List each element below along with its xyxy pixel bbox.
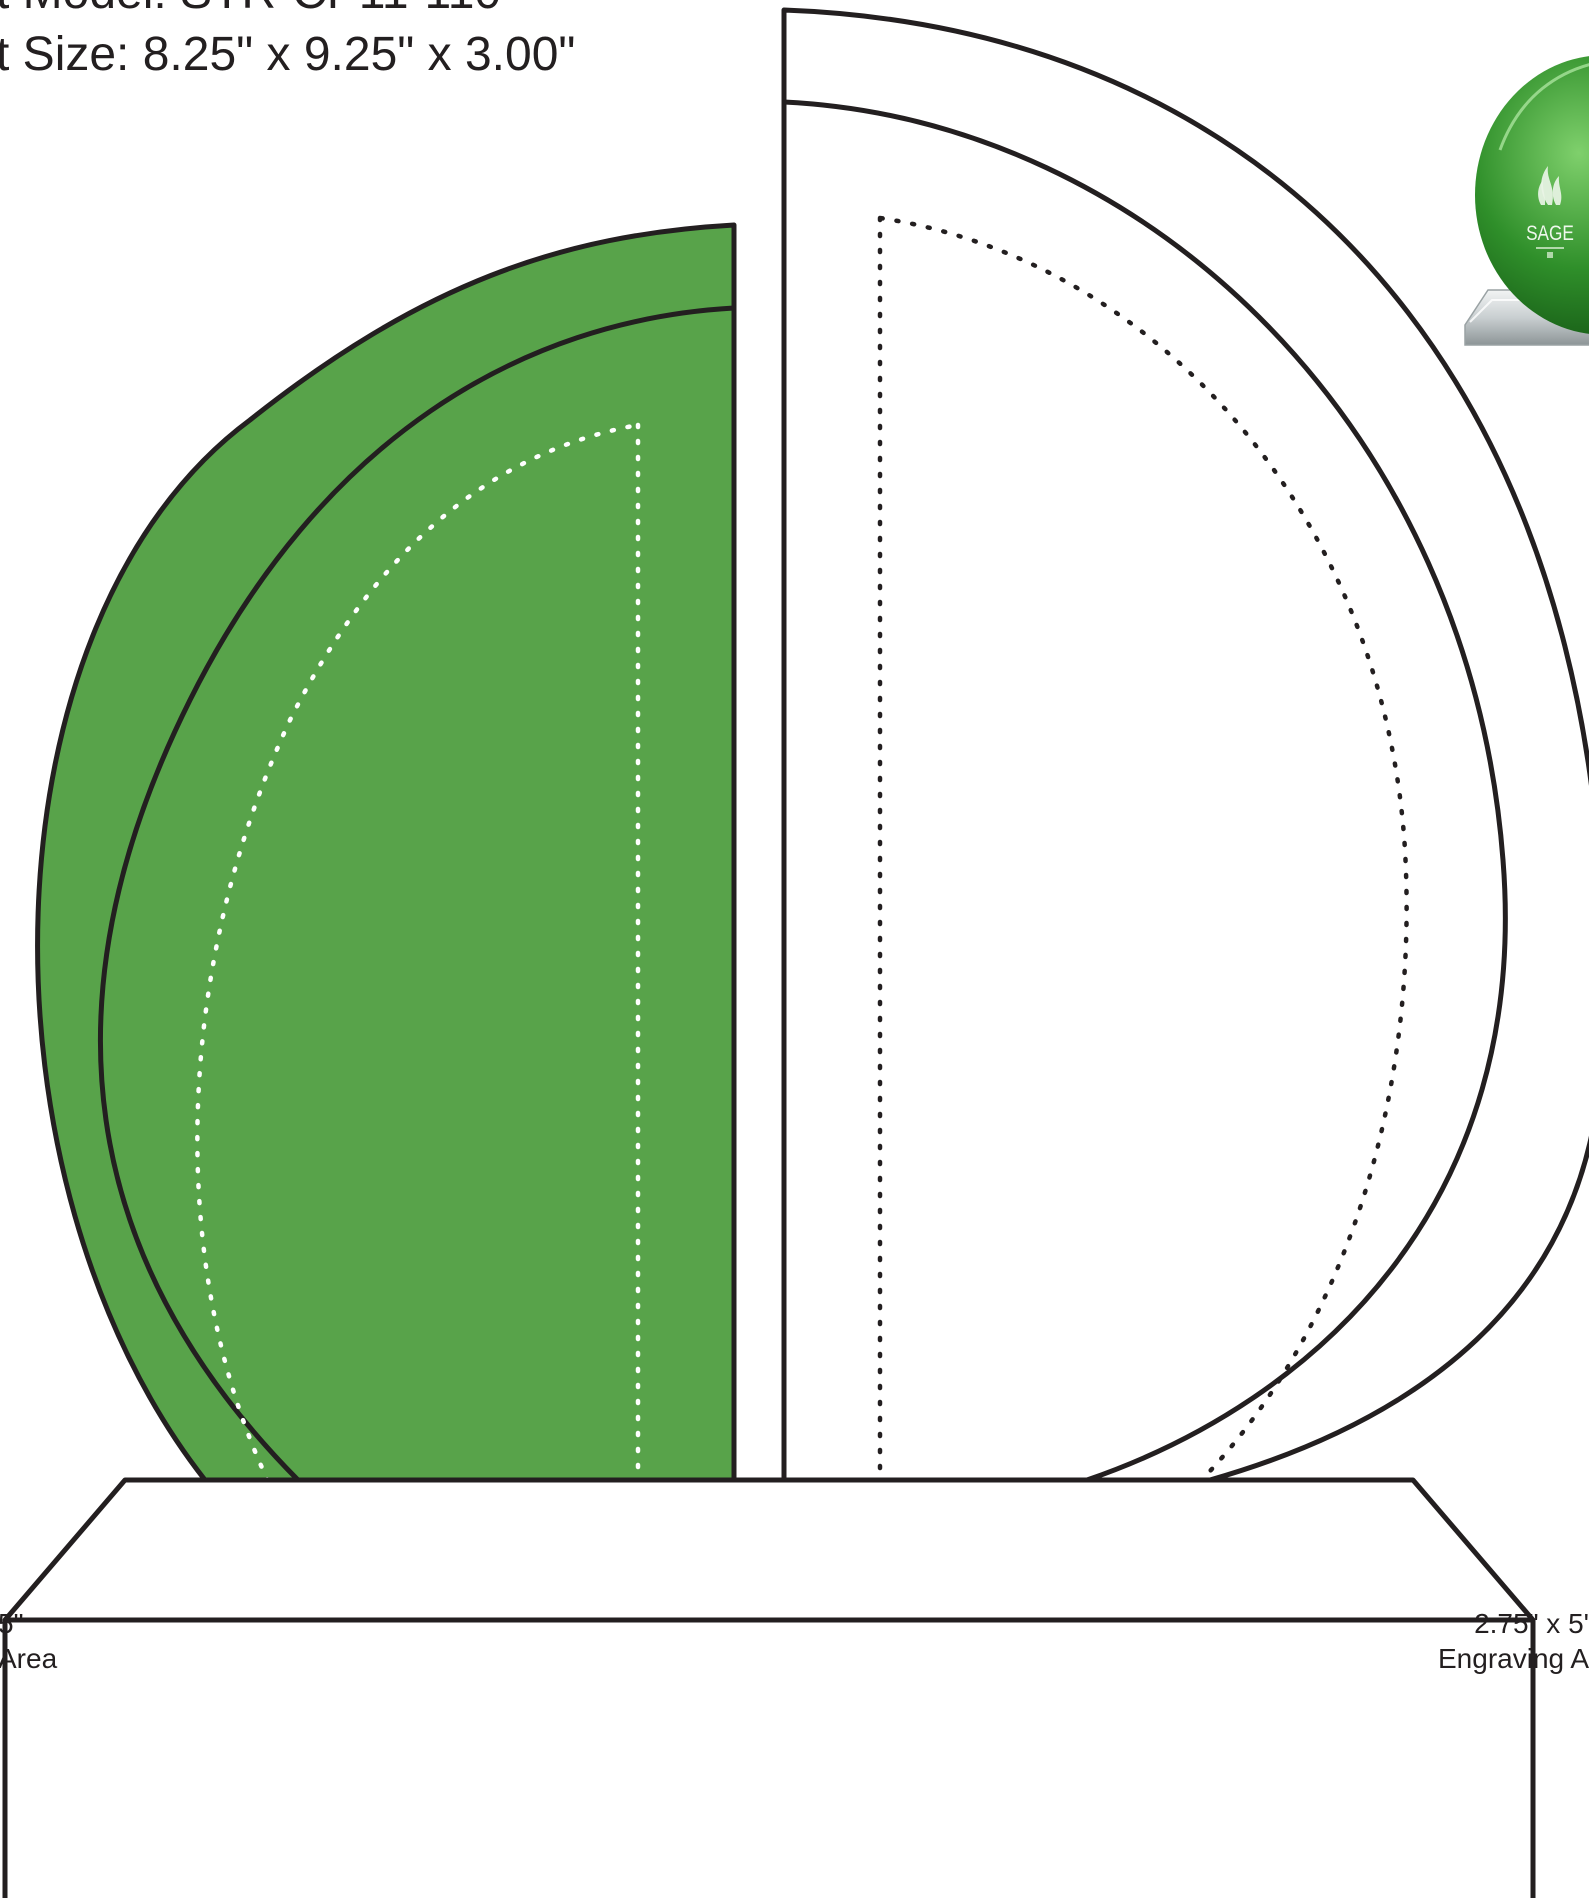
back-engraving-area <box>877 215 1409 1543</box>
award-base <box>2 1477 1536 1898</box>
photo-glass-reflection <box>1498 63 1589 151</box>
front-panel-outer-shape <box>35 222 737 1483</box>
photo-flame-logo-icon <box>1538 166 1562 205</box>
photo-logo-text: SAGE <box>1526 223 1574 246</box>
photo-green-glass-circle <box>1475 56 1589 334</box>
base-top-face <box>2 1477 1536 1623</box>
product-photo: SAGE <box>1464 56 1589 346</box>
back-panel-inner-curve <box>783 99 1508 1483</box>
front-panel-inner-curve <box>98 305 735 1482</box>
left-engraving-label: Area <box>0 1643 58 1674</box>
front-panel-green <box>35 222 737 1543</box>
photo-logo-mark <box>1547 252 1553 258</box>
product-size-title: t Size: 8.25" x 9.25" x 3.00" <box>0 28 575 81</box>
left-engraving-size: 5" <box>0 1608 24 1639</box>
product-model-title: t Model: STR-CP11-110 <box>0 0 501 19</box>
photo-logo-subtext-line <box>1536 247 1564 249</box>
right-engraving-label: Engraving A <box>1438 1643 1589 1674</box>
back-panel-outer-shape <box>781 7 1589 1483</box>
right-engraving-size: 2.75" x 5' <box>1474 1608 1589 1639</box>
base-front-face <box>2 1620 1536 1898</box>
back-panel-white <box>781 7 1589 1543</box>
